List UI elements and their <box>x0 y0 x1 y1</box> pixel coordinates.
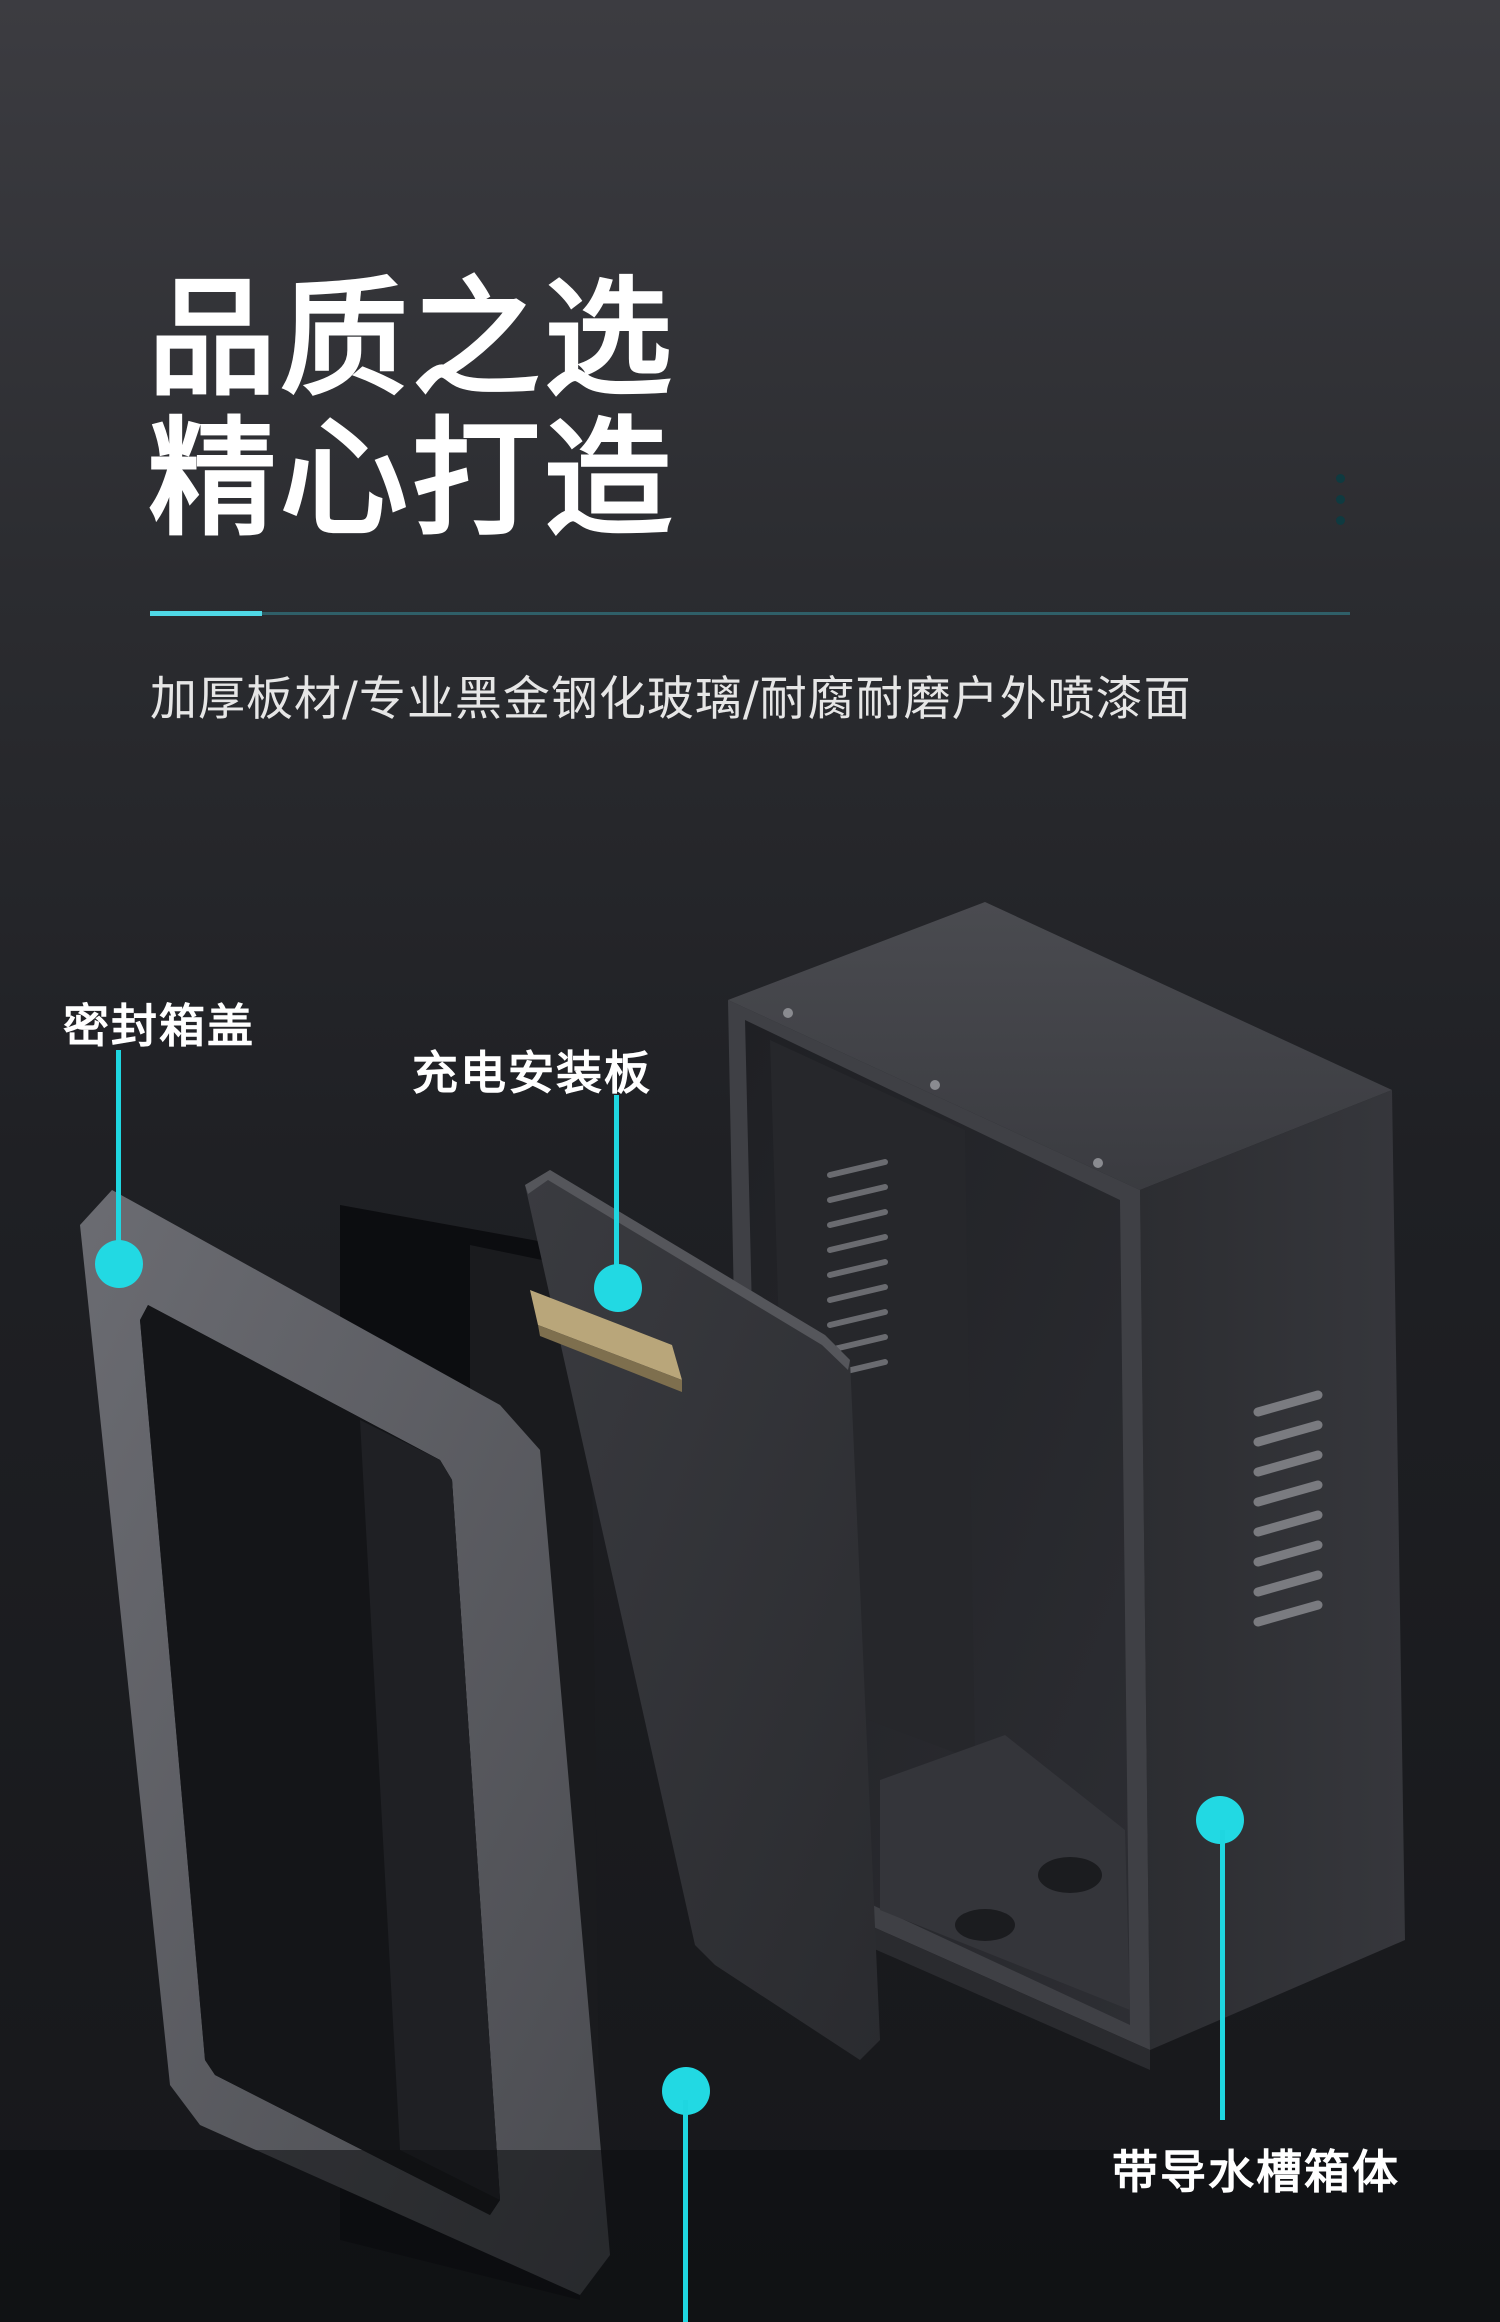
callout-cover-line <box>116 1050 121 1260</box>
callout-cover-dot <box>95 1240 143 1288</box>
callout-cover-label: 密封箱盖 <box>63 999 255 1053</box>
mount-plate <box>525 1170 880 2060</box>
divider-accent <box>150 611 262 616</box>
cover-frame <box>80 1190 610 2295</box>
subtitle: 加厚板材/专业黑金钢化玻璃/耐腐耐磨户外喷漆面 <box>150 672 1192 727</box>
vertical-dots-icon <box>1336 474 1346 537</box>
callout-box-body-label: 带导水槽箱体 <box>1112 2145 1400 2199</box>
divider-rule <box>150 611 1350 616</box>
callout-mount-plate-label: 充电安装板 <box>412 1046 652 1100</box>
callout-box-body-line <box>1220 1830 1225 2120</box>
headline-line-2: 精心打造 <box>148 405 677 554</box>
headline: 品质之选 精心打造 <box>148 270 676 550</box>
callout-mount-plate-dot <box>594 1264 642 1312</box>
callout-mount-plate-line <box>614 1095 619 1275</box>
headline-line-1: 品质之选 <box>148 265 677 414</box>
callout-bottom-line <box>683 2100 688 2322</box>
